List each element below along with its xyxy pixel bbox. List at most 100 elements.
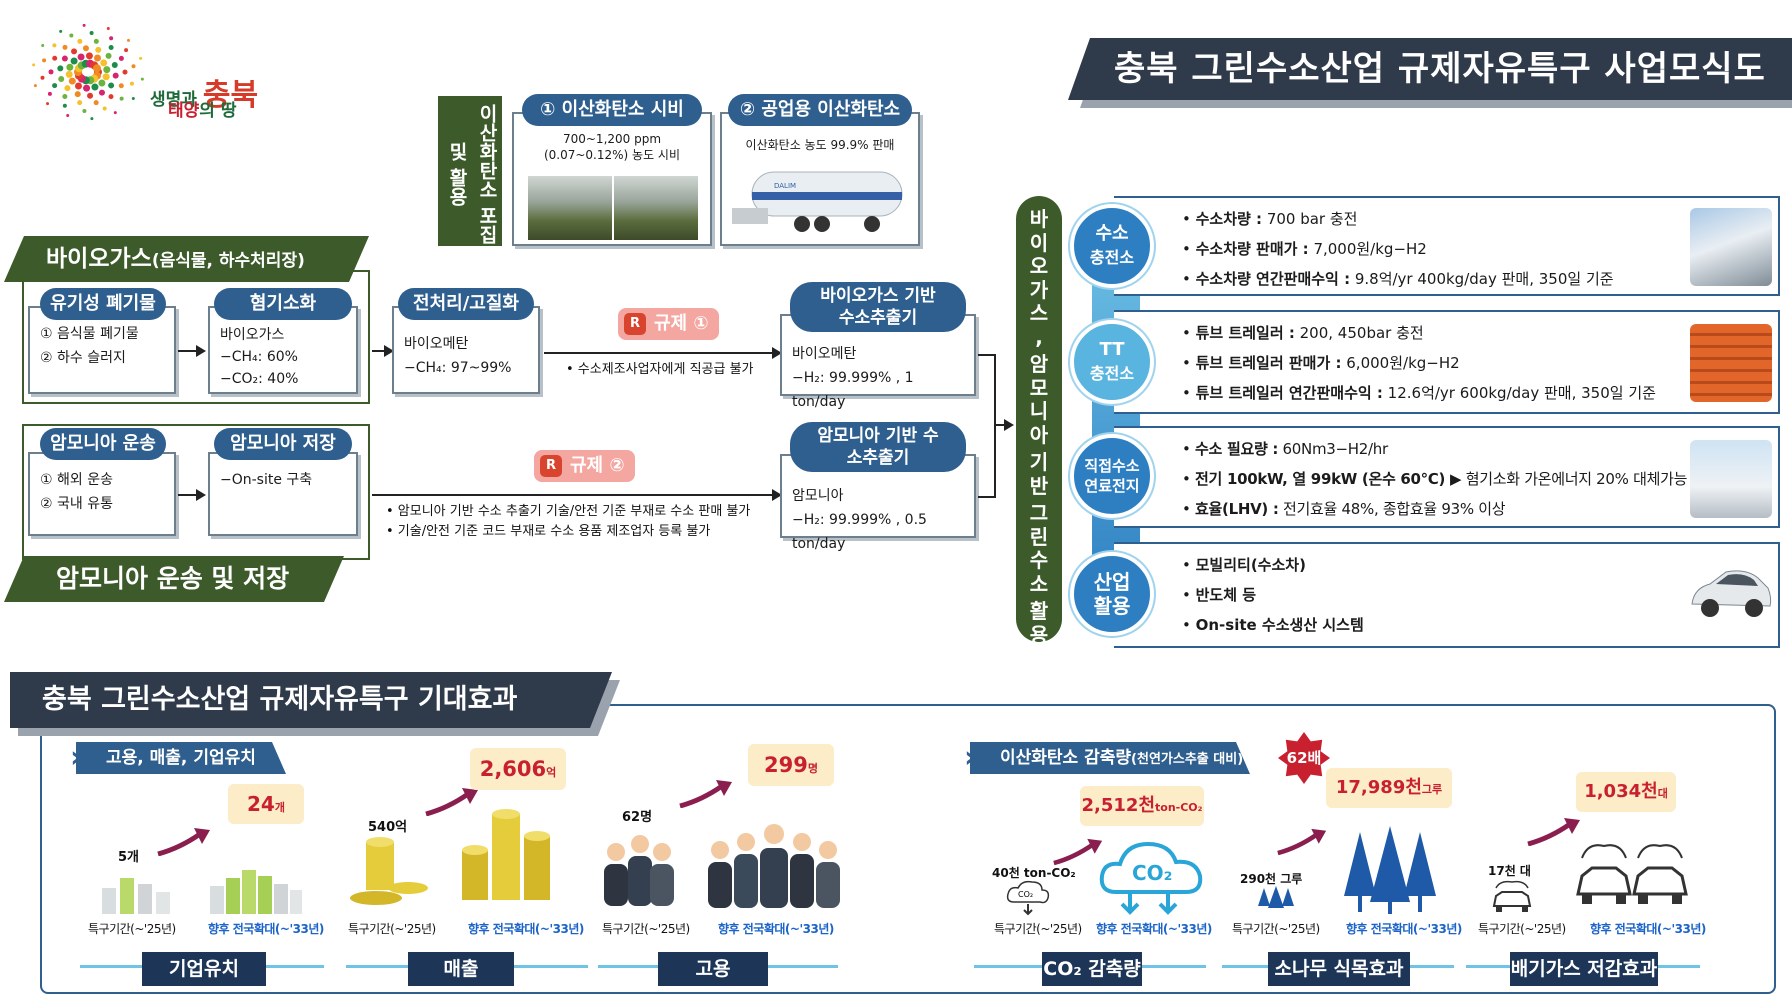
column-char: 기 (1029, 450, 1049, 474)
logo-dot (140, 77, 144, 81)
regulation-icon: R (624, 313, 646, 335)
logo-dot (108, 82, 115, 89)
application-box-1: • 수소차량 : 700 bar 충전 • 수소차량 판매가 : 7,000원/… (1114, 196, 1780, 296)
ammonia-storage-box: −On-site 구축 (208, 452, 358, 536)
arrow-to-bio-extractor (544, 352, 774, 354)
application-box-2: • 튜브 트레일러 : 200, 450bar 충전 • 튜브 트레일러 판매가… (1114, 310, 1780, 414)
logo-dot (87, 92, 94, 99)
logo-dot (93, 38, 99, 44)
arrow-head (384, 345, 394, 357)
fuel-cell-photo (1690, 440, 1772, 518)
companies-future-bubble: 24개 (228, 784, 304, 824)
column-char: 그 (1029, 501, 1049, 525)
transport-line-2: ② 국내 유통 (40, 496, 113, 512)
logo-dot (129, 81, 134, 86)
arrow-head (1004, 419, 1014, 431)
capture-item-1-title: ① 이산화탄소 시비 (522, 94, 702, 126)
sales-now-value: 540억 (368, 820, 408, 835)
logo-dot (95, 46, 102, 53)
logo-dot (131, 64, 136, 69)
arrow-to-ammonia-extractor (372, 494, 774, 496)
arrow-head (196, 345, 206, 357)
regulation-1-note: • 수소제조사업자에게 직공급 불가 (566, 362, 754, 377)
logo-dot (126, 38, 130, 42)
logo-dot (98, 79, 106, 87)
logo-dot (66, 113, 70, 117)
logo-dot (52, 83, 58, 89)
arrow-head (196, 489, 206, 501)
column-char: 린 (1029, 524, 1049, 549)
anaerobic-box: 바이오가스 −CH₄: 60% −CO₂: 40% (208, 306, 358, 394)
growth-arrow-icon (1527, 818, 1580, 846)
logo-dot (111, 62, 118, 69)
ammonia-extractor-line-2: −H₂: 99.999% , 0.5 ton/day (792, 512, 927, 552)
logo-dot (124, 48, 129, 53)
logo-dot (90, 117, 94, 121)
svg-text:CO₂: CO₂ (1132, 861, 1172, 885)
bio-extractor-line-1: 바이오메탄 (792, 346, 857, 362)
effects-left-ribbon: 고용, 매출, 기업유치 (76, 742, 286, 774)
app-4-line-2: • 반도체 등 (1182, 586, 1257, 604)
logo-mark (32, 24, 144, 121)
organic-line-1: ① 음식물 폐기물 (40, 326, 139, 342)
ammonia-extractor-line-1: 암모니아 (792, 488, 844, 504)
regulation-2-note-1: • 암모니아 기반 수소 추출기 기술/안전 기준 부재로 수소 판매 불가 (386, 504, 751, 519)
logo-dot (98, 89, 105, 96)
capture-item-1-line2: (0.07~0.12%) 농도 시비 (543, 148, 681, 162)
logo-dot (64, 85, 71, 92)
column-char: 용 (1029, 622, 1049, 647)
growth-arrow-icon (679, 780, 732, 808)
capture-item-2-title: ② 공업용 이산화탄소 (728, 94, 912, 126)
trees-future-bubble: 17,989천그루 (1326, 768, 1452, 808)
logo-dot (108, 94, 114, 100)
logo-dot (77, 53, 85, 61)
organic-line-2: ② 하수 슬러지 (40, 350, 126, 366)
logo-dot (102, 106, 107, 111)
logo-dot (57, 65, 64, 72)
column-char: 이 (1029, 230, 1049, 255)
logo-dot (94, 54, 102, 62)
period-now-5: 특구기간(~'25년) (1232, 922, 1320, 936)
trees-now-value: 290천 그루 (1240, 872, 1303, 886)
capture-vertical-label: 이산화탄소 포집 및 활용 (438, 96, 502, 246)
storage-line-1: −On-site 구축 (220, 472, 313, 488)
pretreat-box: 바이오메탄 −CH₄: 97~99% (392, 306, 540, 394)
anaerobic-title: 혐기소화 (214, 288, 352, 320)
period-future-3: 향후 전국확대(~'33년) (718, 922, 834, 936)
ammonia-transport-title: 암모니아 운송 (40, 428, 166, 460)
logo-dot (61, 55, 68, 62)
anaerobic-line-3: −CO₂: 40% (220, 371, 299, 387)
application-box-4: • 모빌리티(수소차) • 반도체 등 • On-site 수소생산 시스템 (1114, 542, 1780, 648)
category-sales: 매출 (408, 952, 514, 986)
coins-icon-large (462, 809, 550, 900)
arrow-to-column (996, 424, 1004, 426)
greenhouse-photo (528, 176, 698, 240)
period-now-1: 특구기간(~'25년) (88, 922, 176, 936)
logo-dot (102, 73, 110, 81)
app-2-line-1: • 튜브 트레일러 : 200, 450bar 충전 (1182, 324, 1424, 342)
logo-dot (46, 102, 50, 106)
logo-dot (100, 59, 108, 67)
logo-dot (112, 72, 119, 79)
pretreat-line-2: −CH₄: 97~99% (404, 360, 512, 376)
logo-dot (93, 64, 102, 73)
column-char: 활 (1029, 599, 1049, 623)
growth-arrow-icon (1277, 828, 1327, 856)
capture-item-1-line1: 700~1,200 ppm (562, 132, 662, 146)
column-char: 반 (1029, 473, 1049, 498)
column-char: 스 (1029, 301, 1049, 325)
ammonia-transport-box: ① 해외 운송 ② 국내 유통 (28, 452, 176, 536)
pretreat-title: 전처리/고질화 (398, 288, 534, 320)
logo-dot (62, 44, 68, 50)
logo-dot (77, 38, 83, 44)
app-3-line-2: • 전기 100kW, 열 99kW (온수 60℃) ▶ 혐기소화 가온에너지… (1182, 470, 1688, 488)
companies-now-value: 5개 (118, 850, 140, 865)
logo-dot (122, 69, 128, 75)
column-char: , (1035, 324, 1043, 349)
building-icon-small (102, 878, 170, 914)
tree-icon-small (1258, 886, 1294, 908)
cars-now-value: 17천 대 (1488, 864, 1531, 878)
people-icon-large (708, 824, 840, 908)
